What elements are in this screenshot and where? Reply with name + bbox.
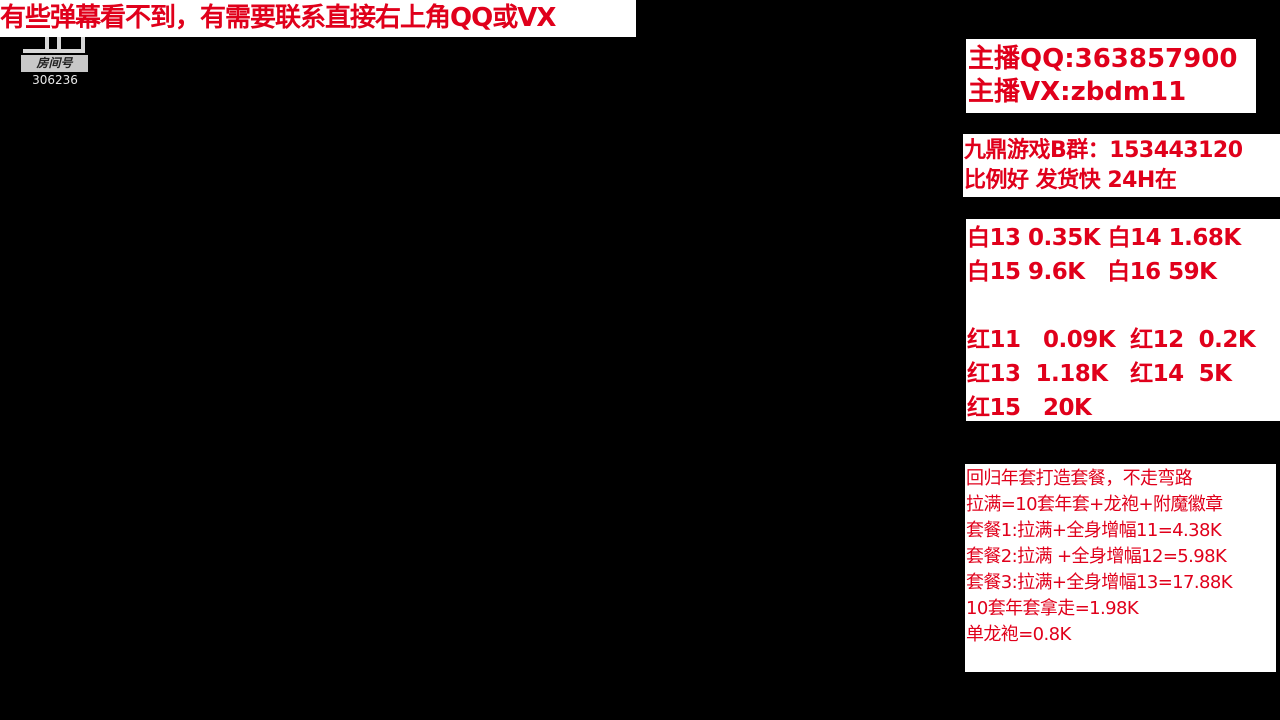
price-red-line: 红11 0.09K 红12 0.2K (967, 327, 1256, 353)
streamer-vx: 主播VX:zbdm11 (968, 77, 1187, 107)
price-box: 白13 0.35K 白14 1.68K 白15 9.6K 白16 59K 红11… (966, 219, 1280, 421)
room-tag-label: 房间号 (21, 55, 88, 72)
package-line: 10套年套拿走=1.98K (966, 598, 1139, 619)
announcement-text: 有些弹幕看不到，有需要联系直接右上角QQ或VX (0, 3, 556, 33)
contact-box: 主播QQ:363857900 主播VX:zbdm11 (966, 39, 1256, 113)
package-line: 拉满=10套年套+龙袍+附魔徽章 (966, 494, 1223, 515)
package-line: 单龙袍=0.8K (966, 624, 1071, 645)
price-red-line: 红13 1.18K 红14 5K (967, 361, 1232, 387)
group-box: 九鼎游戏B群：153443120 比例好 发货快 24H在 (963, 134, 1280, 197)
room-badge: 房间号 306236 (21, 37, 89, 89)
streamer-qq: 主播QQ:363857900 (968, 44, 1238, 74)
price-red-line: 红15 20K (967, 395, 1092, 421)
package-title: 回归年套打造套餐，不走弯路 (966, 468, 1193, 489)
announcement-banner: 有些弹幕看不到，有需要联系直接右上角QQ或VX (0, 0, 636, 37)
package-line: 套餐1:拉满+全身增幅11=4.38K (966, 520, 1222, 541)
room-number: 306236 (32, 73, 78, 87)
package-line: 套餐3:拉满+全身增幅13=17.88K (966, 572, 1233, 593)
group-slogan: 比例好 发货快 24H在 (964, 168, 1177, 193)
package-line: 套餐2:拉满 +全身增幅12=5.98K (966, 546, 1227, 567)
platform-logo-icon (23, 37, 85, 53)
package-box: 回归年套打造套餐，不走弯路 拉满=10套年套+龙袍+附魔徽章 套餐1:拉满+全身… (965, 464, 1276, 672)
group-number: 九鼎游戏B群：153443120 (964, 138, 1243, 163)
price-white-line: 白13 0.35K 白14 1.68K (967, 225, 1241, 251)
price-white-line: 白15 9.6K 白16 59K (967, 259, 1217, 285)
